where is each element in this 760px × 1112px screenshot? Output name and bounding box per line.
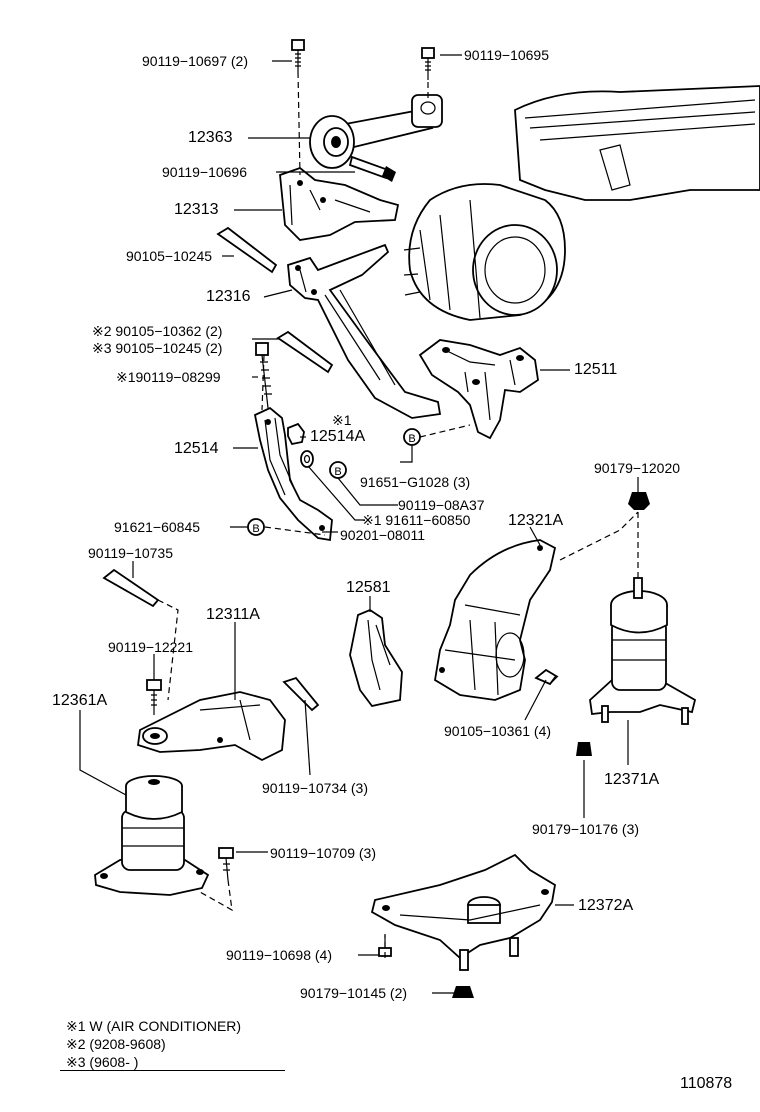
label-12321a: 12321A [508,512,564,529]
footnote-1: ※1 W (AIR CONDITIONER) [66,1018,242,1034]
bolt-90105-10245 [216,226,278,274]
bolt-90105-10361 [534,668,559,686]
bolt-90119-08299 [255,342,272,409]
mount-12371a [576,492,697,756]
label-90119-08299: ※190119−08299 [116,369,221,385]
torque-rod-12363 [309,94,443,182]
label-90119-10697: 90119−10697 (2) [142,53,248,69]
bolt-90105-10362 [276,330,334,374]
label-12371a: 12371A [604,771,660,788]
svg-text:B: B [408,433,415,445]
label-90105-10245: 90105−10245 [126,248,213,264]
label-91611-60850: ※1 91611−60850 [362,512,471,528]
label-90119-10695: 90119−10695 [464,47,549,63]
label-91621-60845: 91621−60845 [114,519,201,535]
bracket-12316 [287,243,442,419]
label-12311a: 12311A [206,606,260,623]
figure-number: 110878 [680,1075,733,1092]
washer-91611-60850 [300,450,314,468]
bracket-12311a [137,691,286,762]
part-12514a [287,422,305,446]
label-90119-08a37: 90119−08A37 [398,497,485,513]
label-90105-10245-alt: ※3 90105−10245 (2) [92,340,223,356]
svg-text:B: B [334,466,341,478]
label-90119-10734: 90119−10734 (3) [262,780,368,796]
nut-90179-10145 [452,986,474,998]
label-91651-g1028: 91651−G1028 (3) [360,474,471,490]
mount-12361a [94,775,210,896]
footnote-2: ※2 (9208-9608) [66,1036,166,1052]
callout-b-91621: B [247,518,265,536]
label-90105-10362: ※2 90105−10362 (2) [92,323,223,339]
alignment-dashed-lines [157,71,639,958]
label-12581: 12581 [346,579,391,596]
bracket-12313 [279,166,400,241]
label-90179-12020: 90179−12020 [594,460,681,476]
label-12514: 12514 [174,440,219,457]
label-90201-08011: 90201−08011 [340,527,425,543]
bracket-12511 [418,339,539,440]
label-90105-10361: 90105−10361 (4) [444,723,552,739]
bolt-90119-10734 [282,676,320,712]
label-90119-12221: 90119−12221 [108,639,193,655]
bolt-90119-12221 [146,679,162,715]
callout-b-12511: B [403,428,421,446]
callout-b-12514: B [329,461,347,479]
mount-12372a [370,853,556,971]
bracket-12514 [253,406,333,542]
leader-lines [79,54,639,994]
footnote-underline [60,1070,285,1071]
label-90119-10709: 90119−10709 (3) [270,845,376,861]
footnote-3: ※3 (9608- ) [66,1054,139,1070]
label-12511: 12511 [574,361,618,378]
label-12313: 12313 [174,201,219,218]
label-12514a: 12514A [310,428,366,445]
engine-block-illustration [403,85,760,321]
label-12514a-mark: ※1 [332,412,352,428]
bolt-90119-10709 [218,847,234,881]
label-12361a: 12361A [52,692,108,709]
label-90179-10176: 90179−10176 (3) [532,821,640,837]
label-12363: 12363 [188,129,233,146]
bolt-90119-10695 [421,47,435,80]
bracket-12321a [434,539,557,701]
label-90119-10735: 90119−10735 [88,545,173,561]
label-90119-10696: 90119−10696 [162,164,247,180]
bolt-90119-10697 [291,39,305,72]
label-12316: 12316 [206,288,251,305]
label-12372a: 12372A [578,897,634,914]
label-90119-10698: 90119−10698 (4) [226,947,332,963]
part-12581 [349,608,403,708]
bolt-90119-10735 [102,568,160,608]
label-90179-10145: 90179−10145 (2) [300,985,408,1001]
svg-text:B: B [252,523,259,535]
